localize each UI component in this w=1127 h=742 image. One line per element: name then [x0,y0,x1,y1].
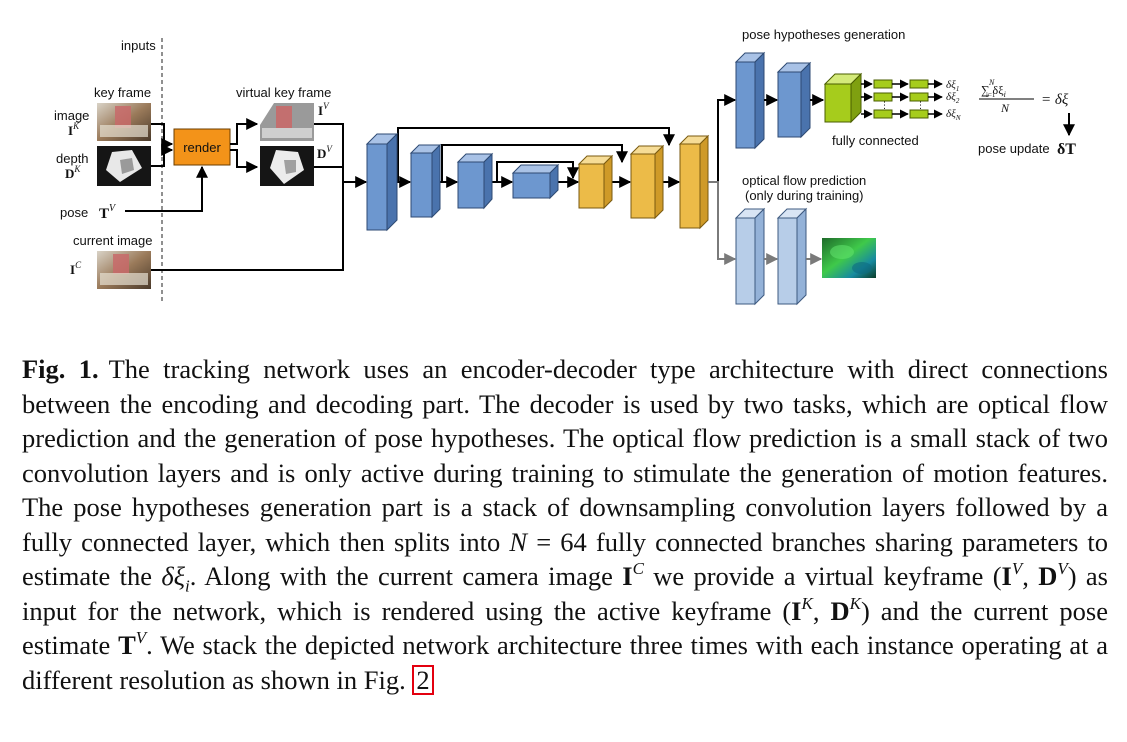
flow-head-layer-1 [734,207,766,306]
svg-text:i=1: i=1 [986,91,996,99]
virtual-image-thumbnail [260,103,314,141]
caption-n-var: N [509,526,528,557]
current-image-label: current image [73,233,152,248]
pose-label: pose [60,205,88,220]
virtual-depth-thumbnail [260,146,314,186]
caption-text-1: The tracking network uses an encoder-dec… [22,354,1108,557]
svg-text:⋮: ⋮ [916,100,925,110]
key-frame-image-thumbnail [97,103,151,141]
decoder-layer-2 [629,144,665,220]
ic-symbol: IC [70,260,82,277]
virtual-key-frame-label: virtual key frame [236,85,331,100]
arrow-render-to-iv [230,118,259,145]
pose-symbol: TV [99,203,117,222]
encoder-layer-4 [511,163,560,200]
network-architecture-figure: inputs key frame image IK depth DK rende… [54,27,1076,306]
caption-text-7: . We stack the depicted network architec… [22,630,1108,695]
caption-dk: D [830,595,850,626]
caption-n-eq: = 64 [527,526,587,557]
delta-xi-n: δξN [946,108,961,122]
encoder-layer-2 [409,143,442,219]
figure-caption: Fig. 1.The tracking network uses an enco… [22,352,1108,697]
caption-dk-sup: K [849,593,861,613]
pose-head-layer-1 [734,51,766,150]
caption-dv-sup: V [1057,559,1068,578]
caption-tv-sup: V [135,628,147,647]
svg-text:N: N [988,78,995,87]
caption-iv-sup: V [1011,559,1023,578]
arrow-iv-to-encoder [314,123,344,182]
arrow-pose-to-render [125,165,208,212]
delta-xi-1: δξ1 [946,79,959,93]
caption-label: Fig. 1. [22,354,99,384]
caption-dv: D [1038,561,1058,591]
caption-dxi: δξ [161,561,186,591]
arrow-image-to-render [151,123,174,150]
svg-text:= δξ: = δξ [1041,92,1069,108]
skip-connection-1 [397,127,675,182]
pose-hypotheses-label: pose hypotheses generation [742,27,905,42]
figure-reference-link[interactable]: 2 [412,664,434,695]
arrow-depth-to-render [151,144,174,167]
caption-text-5: ) as input for the network, which is ren… [22,561,1108,626]
svg-text:∑ δξi: ∑ δξi [981,83,1006,99]
fc-branches: ⋮ ⋮ [861,79,943,119]
skip-connection-2 [441,144,628,182]
delta-xi-2: δξ2 [946,91,960,105]
pose-update-symbol: δT [1057,141,1076,158]
svg-text:⋮: ⋮ [880,100,889,110]
caption-dxi-sub: i [185,576,190,596]
pose-update-label: pose update [978,141,1050,156]
caption-text-3: . Along with the current camera image [189,561,623,591]
decoder-layer-3 [678,134,710,230]
fully-connected-label: fully connected [832,133,919,148]
skip-connection-3 [496,161,579,182]
key-frame-depth-thumbnail [97,146,151,186]
encoder-layer-1 [365,132,399,232]
caption-text-4: we provide a virtual keyframe ( [643,561,1002,591]
caption-text-6: ) and the current pose estimate [22,595,1108,661]
caption-ic-sup: C [632,559,644,578]
iv-symbol: IV [318,101,330,118]
image-symbol: IK [68,121,80,138]
current-image-thumbnail [97,251,151,289]
render-label: render [183,140,221,155]
caption-text-2: fully connected branches sharing paramet… [22,526,1108,592]
caption-iv: I [1001,561,1012,591]
pose-head-layer-2 [776,61,812,139]
arrow-render-to-dv [230,149,259,173]
caption-comma-1: , [1022,561,1039,591]
dv-symbol: DV [317,144,333,161]
depth-symbol: DK [65,164,81,181]
optical-flow-output-image [822,238,876,278]
arrow-decoder-to-flow-head [708,181,737,265]
average-formula: ∑ δξi N i=1 N = δξ [979,78,1069,115]
optical-flow-sub-label: (only during training) [745,188,864,203]
key-frame-label: key frame [94,85,151,100]
arrow-decoder-to-pose-head [708,94,737,183]
caption-tv: T [118,630,136,660]
flow-head-layer-2 [776,207,808,306]
decoder-layer-1 [577,154,614,210]
render-box [173,128,231,166]
caption-ik: I [791,595,802,626]
image-label: image [54,108,89,123]
arrow-ic-to-encoder [151,182,344,271]
svg-text:N: N [1000,101,1010,115]
caption-ik-sup: K [801,593,813,613]
depth-label: depth [56,151,89,166]
inputs-label: inputs [121,38,156,53]
optical-flow-label: optical flow prediction [742,173,866,188]
fully-connected-layer [823,72,863,124]
caption-ic: I [622,561,633,591]
encoder-layer-3 [456,152,494,210]
caption-comma-2: , [812,595,831,626]
